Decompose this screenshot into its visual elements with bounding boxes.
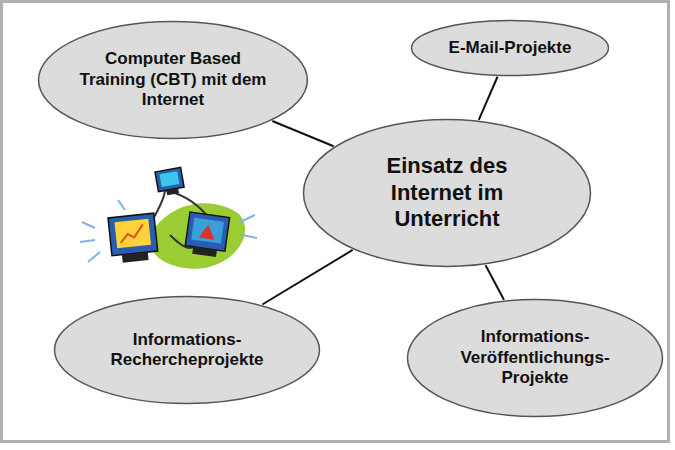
connector-line (479, 77, 498, 120)
node-label: Informations- Rechercheprojekte (97, 330, 277, 371)
network-illustration (80, 167, 257, 268)
node-content: E-Mail-Projekte (410, 19, 610, 77)
connector-line (486, 265, 504, 299)
node-content: Einsatz des Internet im Unterricht (302, 118, 592, 268)
ellipse-node: E-Mail-Projekte (410, 19, 610, 77)
node-label: Informations- Veröffentlichungs- Projekt… (445, 327, 625, 388)
node-label: Computer Based Training (CBT) mit dem In… (78, 49, 268, 110)
frame-border (2, 2, 669, 442)
node-content: Informations- Rechercheprojekte (53, 295, 321, 405)
connector-line (272, 121, 333, 146)
ellipse-node: Informations- Veröffentlichungs- Projekt… (406, 298, 664, 418)
connector-line (262, 250, 352, 305)
ellipse-node: Informations- Rechercheprojekte (53, 295, 321, 405)
node-label: E-Mail-Projekte (449, 38, 572, 58)
node-label: Einsatz des Internet im Unterricht (352, 153, 542, 232)
ellipse-node: Einsatz des Internet im Unterricht (302, 118, 592, 268)
ellipse-node: Computer Based Training (CBT) mit dem In… (37, 20, 309, 140)
node-content: Informations- Veröffentlichungs- Projekt… (406, 298, 664, 418)
node-content: Computer Based Training (CBT) mit dem In… (37, 20, 309, 140)
